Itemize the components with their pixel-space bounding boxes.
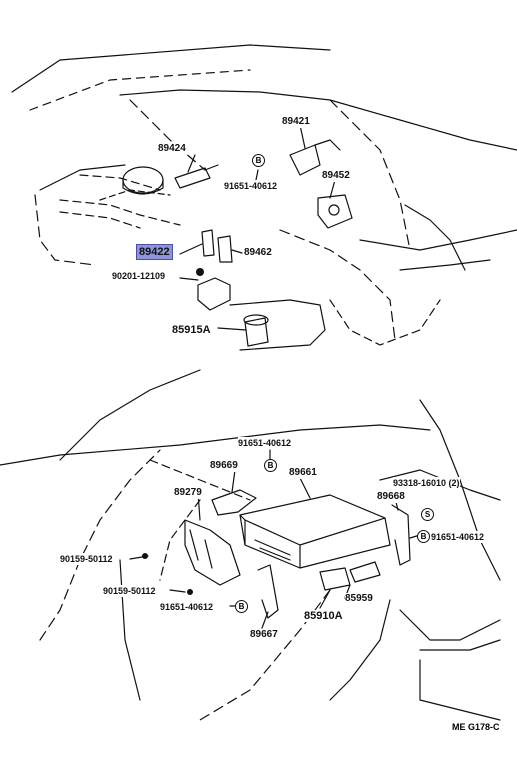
part-label-91651-bottom[interactable]: 91651-40612 — [160, 601, 214, 613]
diagram-reference-code: ME G178-C — [452, 722, 500, 732]
washer-marker-s-icon: S — [421, 508, 434, 521]
part-label-85915a[interactable]: 85915A — [172, 324, 211, 336]
bolt-marker-b-icon: B — [264, 459, 277, 472]
part-label-89424[interactable]: 89424 — [158, 143, 186, 155]
part-label-91651-right[interactable]: 91651-40612 — [431, 531, 485, 543]
part-label-89668[interactable]: 89668 — [377, 491, 405, 503]
part-label-91651-top[interactable]: 91651-40612 — [224, 180, 278, 192]
part-label-89669[interactable]: 89669 — [210, 460, 238, 472]
part-label-89422-highlighted[interactable]: 89422 — [136, 244, 173, 260]
part-label-90159-50112-b[interactable]: 90159-50112 — [103, 585, 156, 597]
part-label-90201-12109[interactable]: 90201-12109 — [112, 270, 166, 282]
part-label-89452[interactable]: 89452 — [322, 170, 350, 182]
part-label-89279[interactable]: 89279 — [174, 487, 202, 499]
part-label-85910a[interactable]: 85910A — [304, 610, 343, 622]
part-label-89462[interactable]: 89462 — [244, 247, 272, 259]
part-label-89421[interactable]: 89421 — [282, 116, 310, 128]
part-label-93318-16010[interactable]: 93318-16010 (2) — [393, 477, 460, 489]
part-label-91651-mid[interactable]: 91651-40612 — [238, 437, 292, 449]
part-label-89667[interactable]: 89667 — [250, 629, 278, 641]
bolt-marker-b-icon: B — [252, 154, 265, 167]
bolt-marker-b-icon: B — [417, 530, 430, 543]
part-label-90159-50112-a[interactable]: 90159-50112 — [60, 553, 113, 565]
bolt-marker-b-icon: B — [235, 600, 248, 613]
part-label-89661[interactable]: 89661 — [289, 467, 317, 479]
part-label-85959[interactable]: 85959 — [345, 593, 373, 605]
